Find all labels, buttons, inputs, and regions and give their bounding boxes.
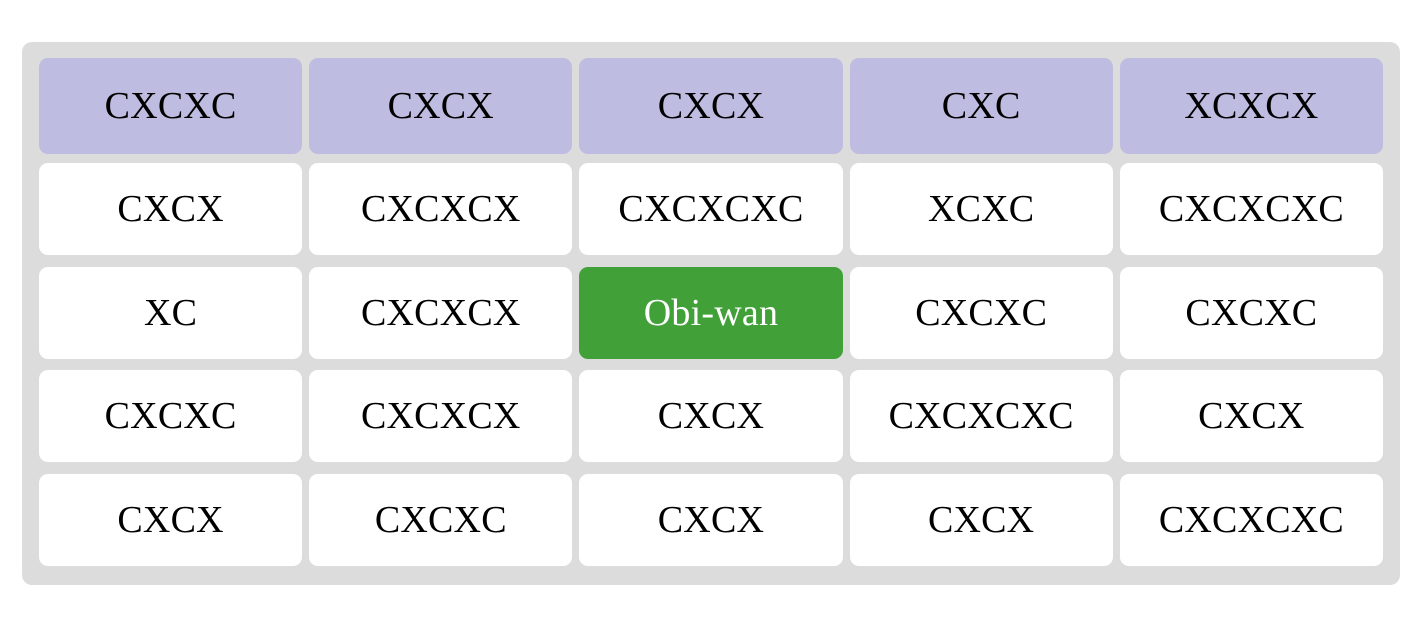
cell-label: CXCX: [657, 499, 765, 542]
header-cell-1[interactable]: CXCX: [309, 58, 573, 154]
cell-label: CXCXCXC: [618, 187, 804, 230]
table-cell: CXCXCXC: [1119, 160, 1383, 258]
cell-label: CXCXC: [1185, 291, 1318, 334]
table-header-cell: CXCXC: [39, 58, 303, 154]
cell-label: CXCX: [117, 499, 224, 542]
table-cell: CXCX: [849, 471, 1113, 569]
data-cell-1-1[interactable]: CXCXCX: [309, 266, 573, 359]
table-cell: CXCX: [39, 160, 303, 258]
table-cell: CXCXC: [39, 368, 303, 466]
table-cell: CXCXCXC: [1119, 471, 1383, 569]
data-cell-3-0[interactable]: CXCX: [39, 474, 303, 567]
data-cell-2-3[interactable]: CXCXCXC: [849, 370, 1113, 463]
header-cell-2[interactable]: CXCX: [579, 58, 843, 154]
table-header-cell: CXC: [849, 58, 1113, 154]
table-cell: CXCXC: [309, 471, 573, 569]
data-cell-0-4[interactable]: CXCXCXC: [1119, 162, 1383, 255]
table-cell: XCXC: [849, 160, 1113, 258]
cell-label: CXCXCX: [360, 187, 521, 230]
data-cell-3-1[interactable]: CXCXC: [309, 474, 573, 567]
table-cell: Obi-wan: [579, 264, 843, 362]
cell-label: XCXC: [927, 187, 1035, 230]
cell-label: CXCX: [117, 187, 224, 230]
table-cell: CXCXCX: [309, 160, 573, 258]
data-cell-0-2[interactable]: CXCXCXC: [579, 162, 843, 255]
table-header-cell: XCXCX: [1119, 58, 1383, 154]
table-cell: XC: [39, 264, 303, 362]
table-cell: CXCX: [1119, 368, 1383, 466]
data-cell-0-1[interactable]: CXCXCX: [309, 162, 573, 255]
data-cell-2-2[interactable]: CXCX: [579, 370, 843, 463]
data-cell-2-1[interactable]: CXCXCX: [309, 370, 573, 463]
cell-label: XC: [143, 291, 198, 334]
cell-label: CXCXC: [374, 499, 507, 542]
header-cell-0[interactable]: CXCXC: [39, 58, 303, 154]
cell-label: Obi-wan: [643, 291, 779, 334]
header-cell-4[interactable]: XCXCX: [1119, 58, 1383, 154]
data-cell-1-4[interactable]: CXCXC: [1119, 266, 1383, 359]
cell-label: CXCXCXC: [1158, 499, 1344, 542]
data-cell-2-0[interactable]: CXCXC: [39, 370, 303, 463]
header-cell-label: CXC: [941, 85, 1021, 127]
table-row: XC CXCXCX Obi-wan CXCXC CXCXC: [39, 264, 1383, 362]
table-cell: CXCXCXC: [579, 160, 843, 258]
table-cell: CXCX: [579, 471, 843, 569]
table-row: CXCX CXCXC CXCX CXCX CXCXCXC: [39, 471, 1383, 569]
table-cell: CXCX: [579, 368, 843, 466]
data-cell-2-4[interactable]: CXCX: [1119, 370, 1383, 463]
table-cell: CXCXCXC: [849, 368, 1113, 466]
table-cell: CXCXCX: [309, 264, 573, 362]
table-header-cell: CXCX: [579, 58, 843, 154]
cell-label: CXCXCX: [360, 395, 521, 438]
data-cell-1-3[interactable]: CXCXC: [849, 266, 1113, 359]
data-cell-3-2[interactable]: CXCX: [579, 474, 843, 567]
data-cell-3-4[interactable]: CXCXCXC: [1119, 474, 1383, 567]
header-cell-label: CXCX: [387, 85, 494, 127]
cell-label: CXCXC: [104, 395, 237, 438]
cell-label: CXCXCX: [360, 291, 521, 334]
cell-label: CXCXCXC: [888, 395, 1074, 438]
data-cell-1-0[interactable]: XC: [39, 266, 303, 359]
table-cell: CXCXCX: [309, 368, 573, 466]
highlighted-cell[interactable]: Obi-wan: [579, 266, 843, 359]
cell-label: CXCX: [657, 395, 765, 438]
cell-label: CXCXCXC: [1158, 187, 1344, 230]
data-cell-0-0[interactable]: CXCX: [39, 162, 303, 255]
table-header-cell: CXCX: [309, 58, 573, 154]
header-cell-3[interactable]: CXC: [849, 58, 1113, 154]
data-cell-3-3[interactable]: CXCX: [849, 474, 1113, 567]
cell-label: CXCXC: [915, 291, 1048, 334]
table-cell: CXCXC: [849, 264, 1113, 362]
header-cell-label: CXCXC: [104, 85, 237, 127]
cell-label: CXCX: [1198, 395, 1305, 438]
header-cell-label: XCXCX: [1184, 85, 1319, 127]
table-cell: CXCX: [39, 471, 303, 569]
header-cell-label: CXCX: [657, 85, 765, 127]
table-cell: CXCXC: [1119, 264, 1383, 362]
data-cell-0-3[interactable]: XCXC: [849, 162, 1113, 255]
cell-label: CXCX: [927, 499, 1035, 542]
